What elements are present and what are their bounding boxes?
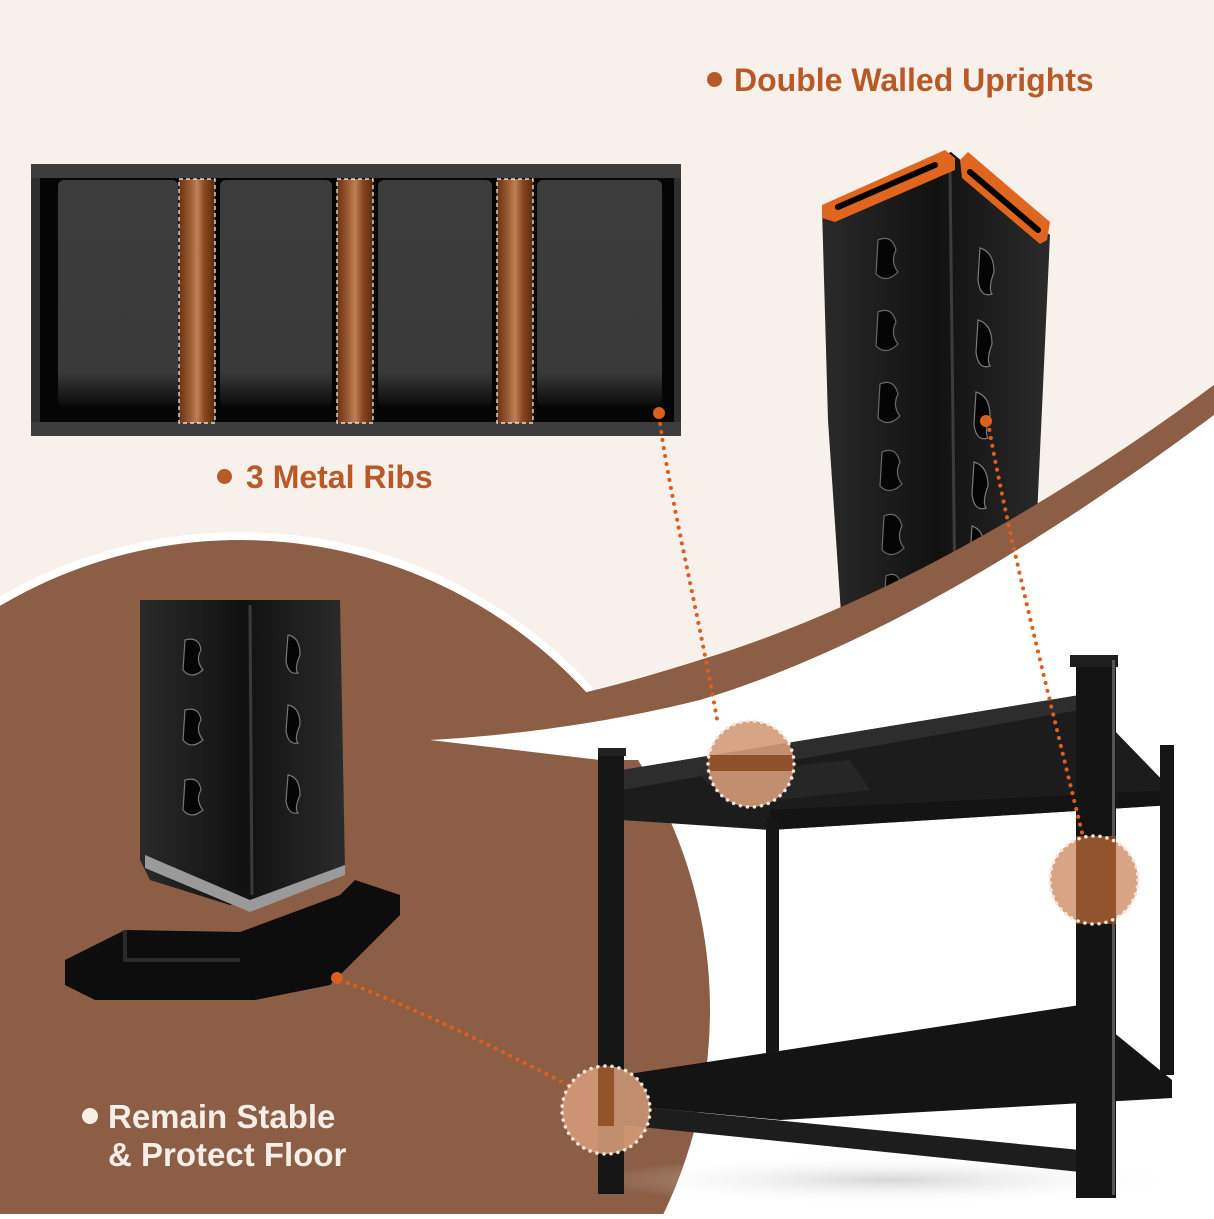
shelf-panel-illustration: [31, 164, 681, 436]
bullet-icon: [217, 469, 232, 485]
callout-magnifier-ribs: [706, 719, 796, 809]
feature-label-stable-floor: Remain Stable & Protect Floor: [82, 1098, 346, 1174]
callout-magnifier-upright: [1048, 834, 1140, 926]
feature-label-line2: & Protect Floor: [108, 1136, 347, 1173]
callout-leader-lines: [338, 414, 1087, 1087]
feature-label-text: Double Walled Uprights: [734, 62, 1094, 98]
bullet-icon: [707, 72, 722, 88]
feature-label-line1: Remain Stable: [108, 1098, 336, 1135]
feature-label-double-walled-uprights: Double Walled Uprights: [707, 62, 1094, 99]
feature-label-text: 3 Metal Ribs: [246, 459, 433, 495]
callout-magnifier-foot: [560, 1064, 652, 1156]
upright-post-illustration: [822, 150, 1050, 628]
bullet-icon: [82, 1108, 98, 1125]
feature-label-metal-ribs: 3 Metal Ribs: [217, 459, 433, 496]
foot-pad-illustration: [65, 600, 400, 1000]
